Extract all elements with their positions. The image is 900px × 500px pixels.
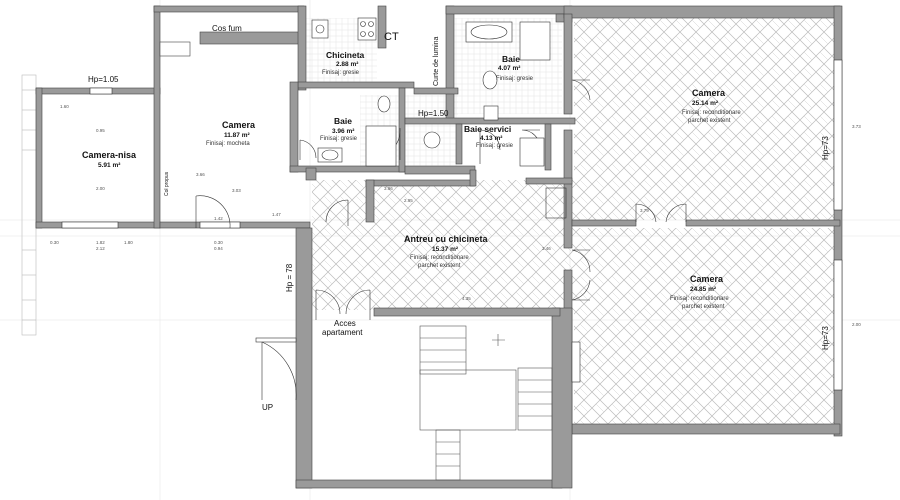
room-name: Camera bbox=[690, 274, 724, 284]
room-baie-1: Baie 3.96 m² Finisaj: gresie bbox=[320, 116, 358, 142]
dim-label: 1.82 bbox=[96, 240, 105, 245]
dimension-labels: 1.60 0.95 2.00 3.66 3.03 1.42 1.47 3.96 … bbox=[50, 104, 861, 327]
room-finish: Finisaj: reconditionare bbox=[670, 296, 729, 302]
hp-150-label: Hp=1.50 bbox=[418, 109, 449, 118]
sanitary-fixtures bbox=[311, 17, 581, 383]
doors bbox=[195, 79, 687, 401]
room-name: Camera bbox=[222, 120, 256, 130]
dim-label: 3.96 bbox=[384, 186, 393, 191]
hp-73-top-label: Hp=73 bbox=[821, 136, 830, 160]
room-finish: parchet existent bbox=[682, 304, 725, 310]
windows bbox=[61, 59, 843, 391]
hp-78-label: Hp = 78 bbox=[285, 263, 294, 292]
hp-73-bottom-label: Hp=73 bbox=[821, 326, 830, 350]
dim-label: 0.94 bbox=[214, 246, 223, 251]
room-name: Antreu cu chicineta bbox=[404, 234, 489, 244]
floor-fills bbox=[305, 18, 838, 424]
room-area: 5.91 m² bbox=[98, 162, 121, 169]
dim-label: 2.00 bbox=[96, 186, 105, 191]
hp-105-label: Hp=1.05 bbox=[88, 75, 119, 84]
room-camera-nisa: Camera-nisa 5.91 m² bbox=[82, 150, 137, 169]
room-area: 2.88 m² bbox=[336, 61, 359, 68]
room-finish: Finisaj: gresie bbox=[322, 70, 360, 76]
room-chicineta: Chicineta 2.88 m² Finisaj: gresie bbox=[322, 50, 365, 76]
room-baie-servici: Baie servici 4.13 m² Finisaj: gresie bbox=[464, 124, 514, 149]
col-propus-label: Col propus bbox=[164, 171, 170, 196]
room-antreu: Antreu cu chicineta 15.37 m² Finisaj: re… bbox=[404, 234, 489, 269]
room-area: 4.13 m² bbox=[480, 135, 503, 142]
room-area: 11.87 m² bbox=[224, 132, 250, 139]
room-finish: parchet existent bbox=[688, 118, 731, 124]
room-camera-left: Camera 11.87 m² Finisaj: mocheta bbox=[206, 120, 256, 147]
acces-label: Acces bbox=[334, 319, 356, 328]
room-finish: Finisaj: reconditionare bbox=[410, 255, 469, 261]
room-finish: Finisaj: gresie bbox=[320, 136, 358, 142]
room-finish: Finisaj: mocheta bbox=[206, 141, 250, 147]
room-area: 25.14 m² bbox=[692, 100, 719, 107]
room-name: Camera bbox=[692, 88, 726, 98]
cos-fum-label: Cos fum bbox=[212, 24, 242, 33]
staircase bbox=[419, 325, 553, 481]
up-label: UP bbox=[262, 403, 273, 412]
dim-label: 2.95 bbox=[404, 198, 413, 203]
dim-label: 1.80 bbox=[124, 240, 133, 245]
room-area: 24.85 m² bbox=[690, 286, 717, 293]
room-name: Camera-nisa bbox=[82, 150, 137, 160]
room-name: Baie servici bbox=[464, 124, 511, 134]
room-baie-2: Baie 4.07 m² Finisaj: gresie bbox=[496, 54, 534, 82]
dim-label: 3.79 bbox=[640, 208, 649, 213]
room-camera-bottom-right: Camera 24.85 m² Finisaj: reconditionare … bbox=[670, 274, 729, 310]
dim-label: 2.12 bbox=[96, 246, 105, 251]
room-finish: Finisaj: gresie bbox=[476, 143, 514, 149]
room-name: Baie bbox=[502, 54, 520, 64]
room-area: 15.37 m² bbox=[432, 246, 459, 253]
dim-label: 0.30 bbox=[214, 240, 223, 245]
dim-label: 2.00 bbox=[852, 322, 861, 327]
annotations: Cos fum CT Curte de lumina Hp=1.05 Hp=1.… bbox=[88, 24, 830, 412]
curte-de-lumina-label: Curte de lumina bbox=[433, 36, 440, 86]
room-area: 4.07 m² bbox=[498, 65, 521, 72]
room-camera-top-right: Camera 25.14 m² Finisaj: reconditionare … bbox=[682, 88, 741, 124]
room-finish: Finisaj: gresie bbox=[496, 76, 534, 82]
room-name: Chicineta bbox=[326, 50, 365, 60]
room-name: Baie bbox=[334, 116, 352, 126]
dim-label: 3.66 bbox=[196, 172, 205, 177]
dim-label: 0.30 bbox=[50, 240, 59, 245]
dim-label: 1.47 bbox=[272, 212, 281, 217]
dim-label: 1.60 bbox=[60, 104, 69, 109]
dim-label: 4.35 bbox=[462, 296, 471, 301]
room-finish: parchet existent bbox=[418, 263, 461, 269]
room-area: 3.96 m² bbox=[332, 128, 355, 135]
dim-label: 3.03 bbox=[232, 188, 241, 193]
ct-label: CT bbox=[384, 31, 399, 43]
dim-label: 3.46 bbox=[542, 246, 551, 251]
dim-label: 0.95 bbox=[96, 128, 105, 133]
dim-label: 1.42 bbox=[214, 216, 223, 221]
dim-label: 3.73 bbox=[852, 124, 861, 129]
apartament-label: apartament bbox=[322, 328, 363, 337]
room-finish: Finisaj: reconditionare bbox=[682, 110, 741, 116]
